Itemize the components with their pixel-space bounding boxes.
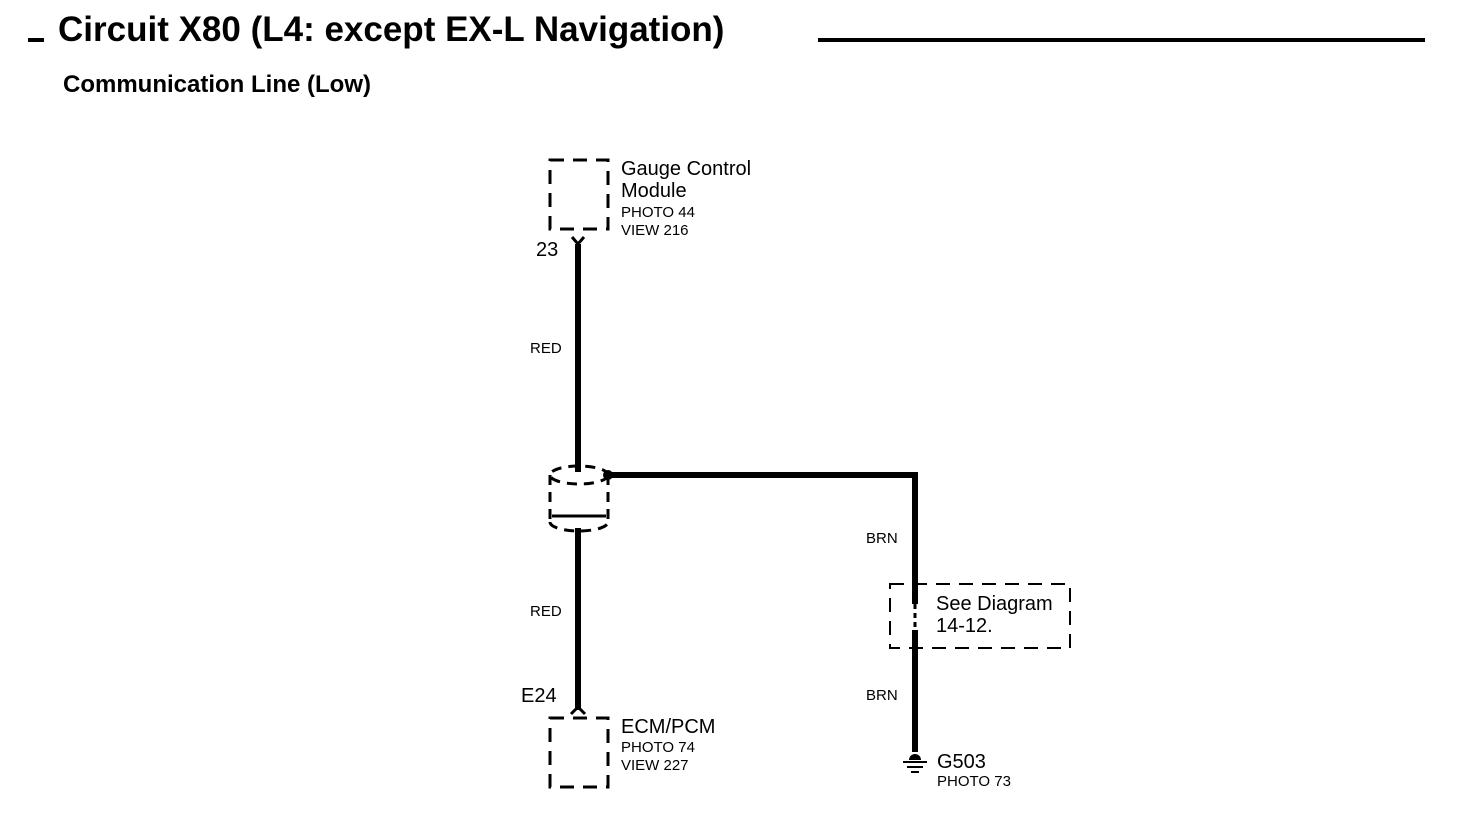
gcm-pin-label: 23 xyxy=(536,239,558,261)
see-diagram-box xyxy=(889,583,1071,649)
gcm-name-line2: Module xyxy=(621,180,687,202)
wire-lower-label: RED xyxy=(530,603,562,620)
gauge-control-module-terminal xyxy=(570,236,586,247)
ecm-view: VIEW 227 xyxy=(621,757,689,774)
gauge-control-module-box xyxy=(548,158,610,231)
wire-shield-lower-label: BRN xyxy=(866,687,898,704)
gcm-photo: PHOTO 44 xyxy=(621,204,695,221)
gcm-name-line1: Gauge Control xyxy=(621,158,751,180)
ecm-pin-label: E24 xyxy=(521,685,557,707)
ecm-photo: PHOTO 74 xyxy=(621,739,695,756)
wire-shield-upper-label: BRN xyxy=(866,530,898,547)
ecm-pcm-terminal xyxy=(569,704,587,716)
wire-shield-brn xyxy=(608,472,918,752)
ecm-pcm-box xyxy=(548,716,610,789)
ground-photo: PHOTO 73 xyxy=(937,773,1011,790)
ground-name: G503 xyxy=(937,751,986,773)
see-diagram-line2: 14-12. xyxy=(936,615,993,637)
page-subtitle: Communication Line (Low) xyxy=(63,71,371,98)
shield-splice xyxy=(548,464,610,533)
ecm-name: ECM/PCM xyxy=(621,716,715,738)
ground-symbol-icon xyxy=(903,754,927,773)
see-diagram-line1: See Diagram xyxy=(936,593,1053,615)
wire-upper-label: RED xyxy=(530,340,562,357)
gcm-view: VIEW 216 xyxy=(621,222,689,239)
page-title: Circuit X80 (L4: except EX-L Navigation) xyxy=(58,10,725,49)
